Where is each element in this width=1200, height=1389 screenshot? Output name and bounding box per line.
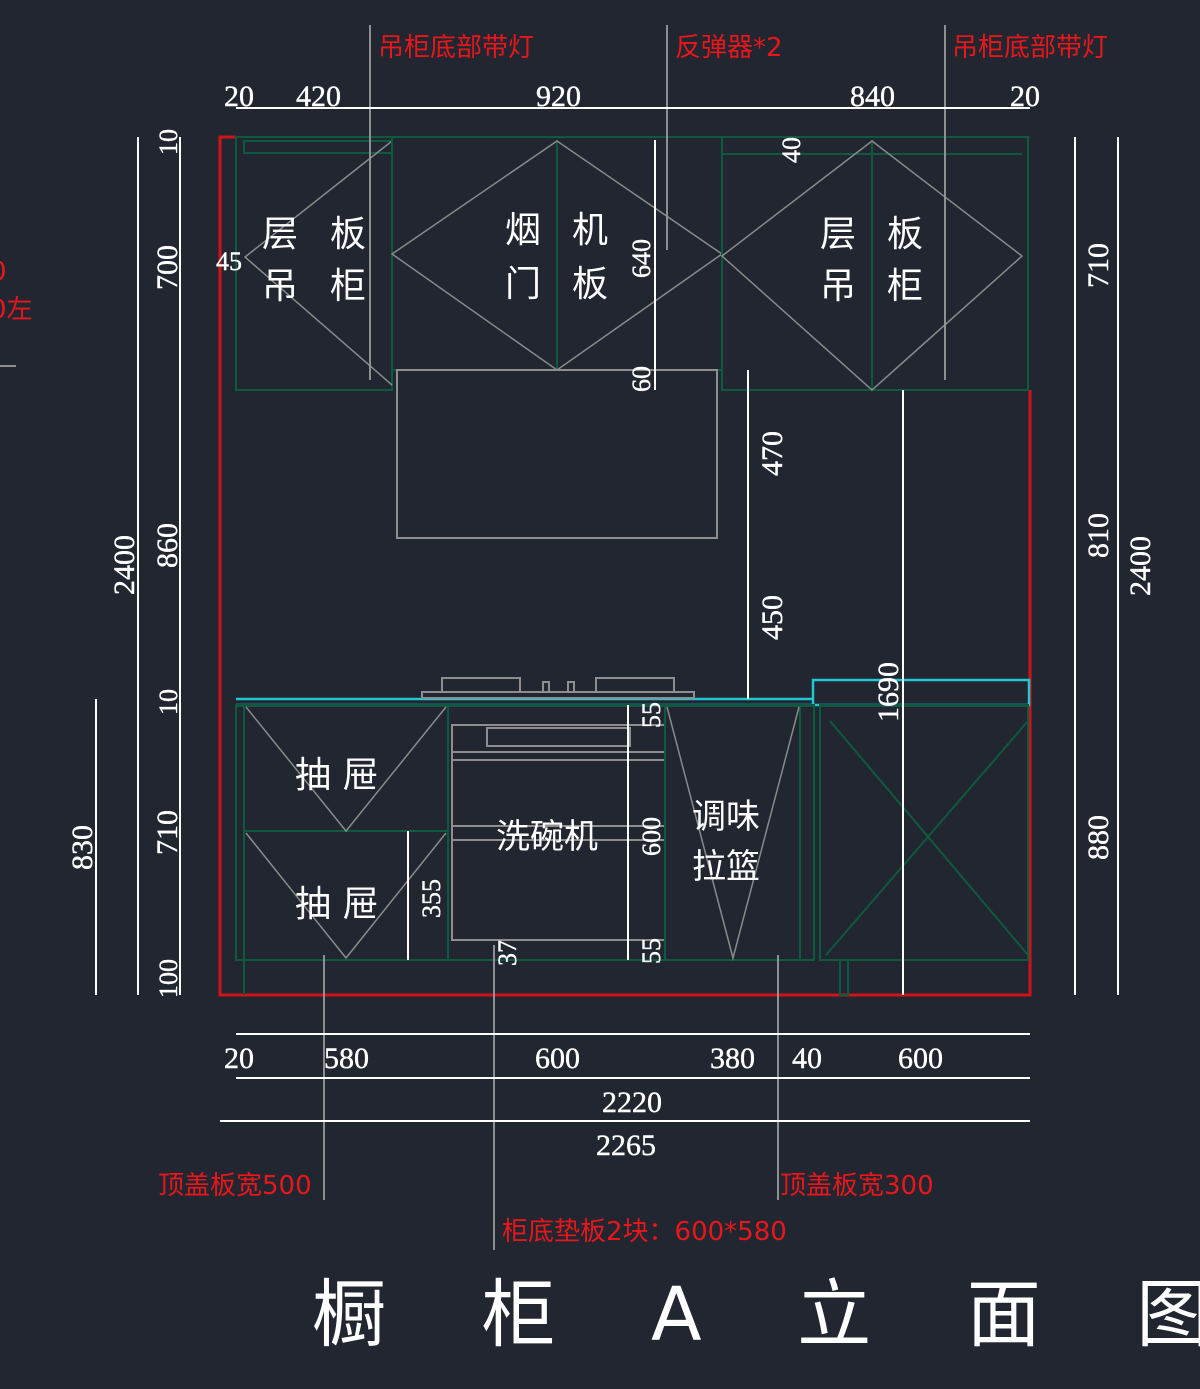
dim-640: 640 <box>627 239 656 278</box>
dim-600-dishwasher: 600 <box>637 817 666 856</box>
knob-left <box>542 681 550 693</box>
dim-bottom-1: 20 <box>224 1042 254 1075</box>
note-left-partial-2: 0左 <box>0 295 33 325</box>
dim-top-5: 20 <box>1010 80 1040 113</box>
right-base-cross-1 <box>829 720 1029 956</box>
dim-355: 355 <box>417 879 446 918</box>
note-base-pad: 柜底垫板2块：600*580 <box>502 1217 787 1247</box>
dim-right-outer: 2400 <box>1124 536 1157 596</box>
upper-left-cabinet-frame <box>235 136 393 391</box>
door-swing-lines <box>243 140 393 386</box>
label-upper-right-3: 吊 <box>820 266 856 307</box>
hood-door-panel: 烟 机 门 板 <box>390 136 724 539</box>
dim-left-830: 830 <box>66 825 99 870</box>
dim-left-10-top: 10 <box>154 129 183 155</box>
label-upper-left-3: 吊 <box>262 266 298 307</box>
dim-left-860: 860 <box>151 523 184 568</box>
dim-bottom-6: 600 <box>898 1042 943 1075</box>
note-light-right: 吊柜底部带灯 <box>952 33 1108 63</box>
gas-stove <box>421 677 695 699</box>
range-hood <box>396 369 718 539</box>
note-light-left: 吊柜底部带灯 <box>378 33 534 63</box>
annotations: 吊柜底部带灯 反弹器*2 吊柜底部带灯 顶盖板宽500 顶盖板宽300 柜底垫板… <box>0 33 1108 1247</box>
label-dishwasher: 洗碗机 <box>496 817 598 857</box>
dim-left-710: 710 <box>151 810 184 855</box>
drawing-title: 橱 柜 A 立 面 图 <box>312 1272 1200 1358</box>
label-upper-right-4: 柜 <box>887 266 923 307</box>
spice-swing <box>666 706 800 961</box>
burner-left <box>441 677 521 692</box>
dim-1690: 1690 <box>872 662 905 722</box>
dim-total-outer: 2265 <box>596 1129 656 1162</box>
dim-55-bottom: 55 <box>637 938 666 964</box>
dim-left-100: 100 <box>154 959 183 998</box>
dim-right-880: 880 <box>1082 815 1115 860</box>
dimension-lines <box>95 107 1119 1122</box>
base-cabinets: 抽 屉 抽 屉 洗碗机 调味 拉篮 <box>235 704 1029 996</box>
upper-right-swing-diamond <box>720 140 1024 392</box>
dim-top-1: 20 <box>224 80 254 113</box>
label-upper-left-1: 层 <box>262 214 298 255</box>
knob-right <box>567 681 575 693</box>
note-top-cover-right: 顶盖板宽300 <box>780 1171 934 1201</box>
dim-bottom-5: 40 <box>792 1042 822 1075</box>
wall-line <box>218 135 1032 997</box>
dim-top-2: 420 <box>296 80 341 113</box>
dims-right: 710 810 880 2400 <box>1082 243 1157 860</box>
dim-right-810: 810 <box>1082 513 1115 558</box>
upper-right-cabinet-frame <box>721 136 1029 391</box>
note-top-cover-left: 顶盖板宽500 <box>158 1171 312 1201</box>
label-spice-1: 调味 <box>692 797 760 837</box>
burner-right <box>595 677 675 692</box>
label-spice-2: 拉篮 <box>692 847 760 887</box>
label-drawer-top: 抽 屉 <box>295 755 378 796</box>
right-base-cabinet <box>819 704 1029 961</box>
upper-left-cabinet: 层 板 吊 柜 <box>235 136 393 391</box>
dim-55-top: 55 <box>637 702 666 728</box>
drawer-top-swing <box>245 706 447 833</box>
right-base-cross-2 <box>825 720 1029 956</box>
label-upper-left-2: 板 <box>330 214 366 255</box>
dims-left: 2400 10 700 860 10 710 100 830 <box>66 129 184 998</box>
drawer-bottom-swing <box>245 832 447 960</box>
dim-total-inner: 2220 <box>602 1086 662 1119</box>
upper-right-cabinet: 层 板 吊 柜 <box>720 136 1029 392</box>
dim-bottom-2: 580 <box>324 1042 369 1075</box>
dim-60: 60 <box>627 366 656 392</box>
label-hood-4: 板 <box>572 264 608 305</box>
label-hood-2: 机 <box>572 210 608 251</box>
dim-40: 40 <box>777 137 806 163</box>
note-left-partial-1: 0 <box>0 257 7 287</box>
leg <box>839 959 849 996</box>
dim-45: 45 <box>216 247 242 276</box>
dims-top: 20 420 920 840 20 <box>224 80 1040 113</box>
dishwasher-control-panel <box>486 727 631 747</box>
note-rebounder: 反弹器*2 <box>675 33 783 63</box>
label-upper-right-2: 板 <box>887 214 923 255</box>
dim-left-outer: 2400 <box>108 535 141 595</box>
dim-37: 37 <box>493 940 522 966</box>
label-upper-left-4: 柜 <box>330 266 366 307</box>
dim-450: 450 <box>756 595 789 640</box>
label-drawer-bottom: 抽 屉 <box>295 884 378 925</box>
dims-bottom: 20 580 600 380 40 600 2220 2265 <box>224 1042 943 1162</box>
label-hood-1: 烟 <box>505 210 541 251</box>
dim-bottom-4: 380 <box>710 1042 755 1075</box>
stove-base <box>421 691 695 699</box>
label-upper-right-1: 层 <box>820 214 856 255</box>
dim-left-700: 700 <box>151 245 184 290</box>
label-hood-3: 门 <box>505 264 541 305</box>
dim-bottom-3: 600 <box>535 1042 580 1075</box>
dim-470: 470 <box>756 431 789 476</box>
dim-top-4: 840 <box>850 80 895 113</box>
dim-right-710: 710 <box>1082 243 1115 288</box>
dim-top-3: 920 <box>536 80 581 113</box>
dims-inner: 45 40 640 60 470 450 1690 55 600 55 355 … <box>216 137 905 966</box>
dim-left-10-mid: 10 <box>154 689 183 715</box>
